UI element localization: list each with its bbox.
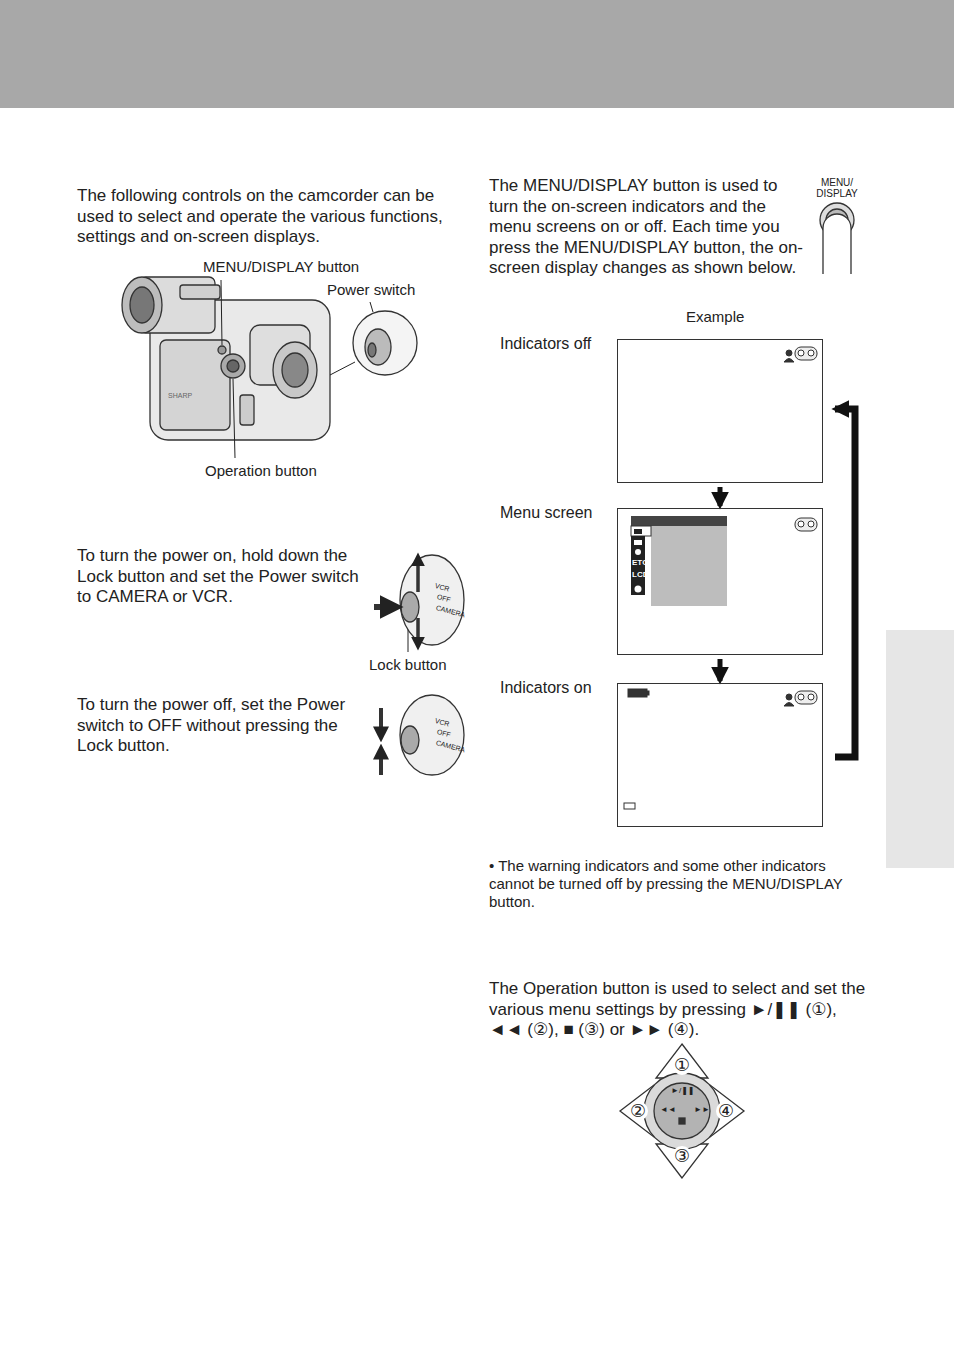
menu-display-button-icon [820,203,854,274]
screen-frame: Indicators on [617,683,823,827]
button-symbol: ►► [694,1105,710,1115]
paragraph: To turn the power on, hold down the Lock… [77,546,375,608]
paragraph: The Operation button is used to select a… [489,979,874,1041]
button-symbol: ►/❚❚ [671,1086,695,1096]
header-band [0,0,954,108]
dial-mark: OFF [436,593,452,605]
flow-arrow [718,659,723,681]
caption-label: Example [686,308,744,326]
dial-mark: VCR [434,717,450,729]
part-label: Power switch [327,281,415,299]
power-dial [381,695,464,775]
paragraph: The MENU/DISPLAY button is used to turn … [489,176,811,279]
dial-mark: OFF [436,728,452,740]
dial-mark: CAMERA [435,739,466,755]
menu-icon-label: LCD [632,571,648,580]
brand-mark: SHARP [168,392,192,400]
screen-label: Menu screen [500,504,593,522]
callout-number: ③ [672,1146,692,1166]
screen-frame: Indicators off [617,339,823,483]
flow-arrow [718,487,723,506]
callout-number: ④ [716,1101,736,1121]
dial-mark: CAMERA [435,604,466,620]
flow-arrow [835,409,855,757]
screen-frame: Menu screen [617,508,823,655]
menu-panel [631,516,727,606]
screen-label: Indicators off [500,335,591,353]
power-dial [374,555,464,645]
part-label: MENU/DISPLAY button [203,258,359,276]
side-tab [886,630,954,868]
part-label: Lock button [369,656,447,674]
dial-mark: VCR [434,582,450,594]
button-symbol: ◄◄ [660,1105,676,1115]
paragraph: To turn the power off, set the Power swi… [77,695,373,757]
button-name: MENU/ DISPLAY [813,178,861,199]
menu-icon-label: ETC [632,559,648,568]
part-label: Operation button [205,462,317,480]
paragraph: The following controls on the camcorder … [77,186,449,248]
screen-icons [624,347,817,809]
note: • The warning indicators and some other … [489,857,869,911]
callout-number: ① [672,1055,692,1075]
callout-number: ② [628,1101,648,1121]
camcorder [122,277,417,440]
screen-label: Indicators on [500,679,592,697]
operation-button [620,1044,744,1178]
